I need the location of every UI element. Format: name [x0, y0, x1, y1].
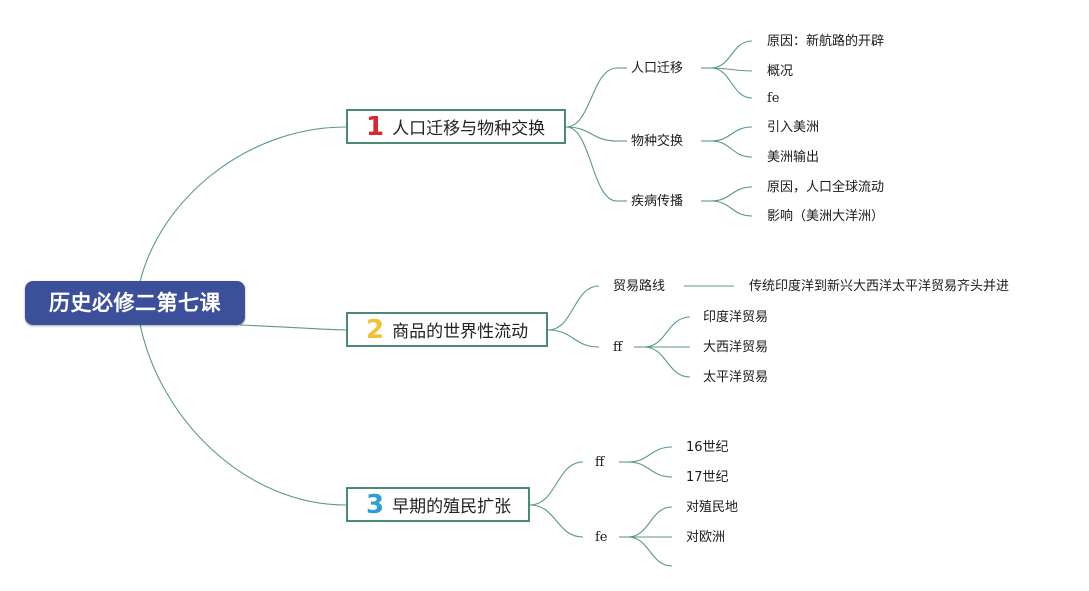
root-node[interactable]: 历史必修二第七课 [25, 281, 245, 325]
subtopic-fe-impact[interactable]: fe [595, 530, 608, 545]
subtopic-species-exchange[interactable]: 物种交换 [631, 134, 684, 149]
leaf-on-europe[interactable]: 对欧洲 [686, 530, 726, 545]
link-species-import [710, 126, 753, 142]
leaf-disease-cause[interactable]: 原因，人口全球流动 [767, 180, 885, 195]
link-root-topic-3 [139, 323, 347, 506]
leaf-indian-ocean-trade[interactable]: 印度洋贸易 [703, 310, 769, 325]
topic-2-title: 商品的世界性流动 [392, 322, 529, 342]
leaf-species-import[interactable]: 引入美洲 [767, 120, 820, 135]
link-root-topic-1 [139, 126, 347, 283]
leaf-migration-fe[interactable]: fe [767, 91, 780, 106]
link-topic-3-fe [529, 504, 584, 538]
subtopic-ff-trade[interactable]: ff [613, 340, 623, 355]
leaf-on-colonies[interactable]: 对殖民地 [686, 500, 739, 515]
link-ff-17th [627, 461, 673, 478]
topic-3-node[interactable]: 3 早期的殖民扩张 [346, 487, 530, 522]
link-disease-impact [710, 200, 753, 217]
link-disease-cause [710, 186, 753, 202]
subtopic-disease[interactable]: 疾病传播 [631, 194, 684, 209]
topic-1-number: 1 [366, 111, 385, 142]
link-migration-fe [710, 67, 753, 99]
link-fe-empty [627, 536, 673, 567]
link-ff-indian [643, 316, 691, 348]
leaf-disease-impact[interactable]: 影响（美洲大洋洲） [767, 209, 885, 224]
topic-2-number: 2 [366, 314, 385, 345]
link-topic-1-disease [565, 126, 618, 202]
topic-3-title: 早期的殖民扩张 [392, 497, 512, 517]
topic-2-node[interactable]: 2 商品的世界性流动 [346, 312, 548, 347]
link-species-export [710, 140, 753, 158]
link-fe-colonies [627, 506, 673, 538]
leaf-migration-overview[interactable]: 概况 [767, 64, 794, 79]
leaf-species-export[interactable]: 美洲输出 [767, 150, 820, 165]
link-topic-1-species [565, 126, 618, 142]
link-root-topic-2 [239, 324, 347, 331]
leaf-16th-century[interactable]: 16世纪 [686, 440, 729, 455]
topic-1-node[interactable]: 1 人口迁移与物种交换 [346, 109, 566, 144]
leaf-pacific-trade[interactable]: 太平洋贸易 [703, 370, 769, 385]
topic-1-title: 人口迁移与物种交换 [392, 119, 546, 139]
link-ff-16th [627, 446, 673, 463]
link-topic-3-ff [529, 461, 584, 506]
subtopic-trade-routes[interactable]: 贸易路线 [613, 279, 666, 294]
link-topic-1-migration [565, 67, 618, 128]
topic-3-number: 3 [366, 489, 385, 520]
leaf-atlantic-trade[interactable]: 大西洋贸易 [703, 340, 769, 355]
link-ff-pacific [643, 346, 691, 378]
link-migration-cause [710, 40, 753, 69]
leaf-17th-century[interactable]: 17世纪 [686, 470, 729, 485]
subtopic-ff-centuries[interactable]: ff [595, 455, 605, 470]
leaf-migration-cause[interactable]: 原因：新航路的开辟 [767, 34, 885, 49]
subtopic-migration[interactable]: 人口迁移 [631, 61, 684, 76]
link-topic-2-routes [547, 285, 600, 331]
leaf-trade-routes-desc[interactable]: 传统印度洋到新兴大西洋太平洋贸易齐头并进 [749, 279, 1010, 294]
link-topic-2-ff [547, 329, 600, 348]
